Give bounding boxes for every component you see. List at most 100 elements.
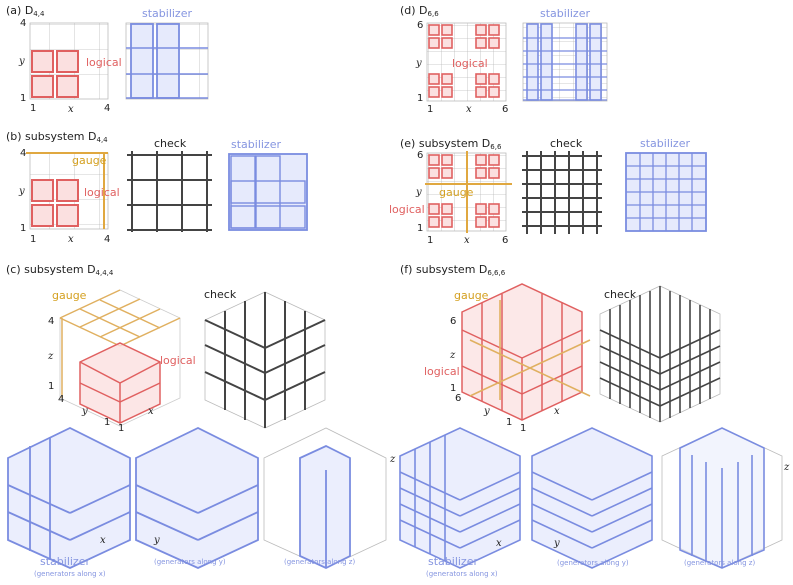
gen-y-label: (generators along y) (557, 559, 629, 567)
panel-e: (e) subsystem D6,6 gauge logical 6 1 1 6… (389, 137, 707, 246)
stabilizer-cube-x (7, 426, 131, 569)
gauge-lines (469, 300, 591, 400)
axis-y: y (415, 187, 422, 198)
axis-x-stab: x (496, 538, 502, 549)
panel-a-title: (a) D4,4 (6, 4, 45, 18)
panel-a: (a) D4,4 logical 4 1 1 4 x y stabilizer (6, 4, 209, 115)
check-label: check (154, 137, 187, 150)
panel-f-title: (f) subsystem D6,6,6 (400, 263, 506, 277)
tick-left: 1 (30, 103, 36, 114)
check-label: check (204, 288, 237, 301)
check-label: check (604, 288, 637, 301)
panel-d-title: (d) D6,6 (400, 4, 439, 18)
stabilizer-label: stabilizer (142, 7, 192, 20)
gen-z-label: (generators along z) (284, 558, 355, 566)
gen-z-label: (generators along z) (684, 559, 755, 567)
axis-y-stab: y (153, 535, 160, 546)
axis-y: y (18, 186, 25, 197)
logical-label: logical (389, 203, 425, 216)
stabilizer-cube-z (263, 427, 387, 569)
gauge-cube (59, 289, 181, 427)
check-grid (522, 151, 602, 234)
logical-label: logical (84, 186, 120, 199)
gen-x-label: (generators along x) (34, 570, 106, 578)
tick-top: 6 (417, 150, 423, 161)
tick-y-bottom: 1 (506, 417, 512, 428)
tick-x-bottom: 1 (118, 423, 124, 434)
axis-x: x (466, 104, 472, 115)
stabilizer-cube-y (135, 426, 259, 569)
stabilizer-cube-z (661, 427, 783, 569)
gauge-label: gauge (72, 154, 107, 167)
axis-y-stab: y (553, 538, 560, 549)
stabilizer-label: stabilizer (40, 555, 90, 568)
axis-y: y (483, 406, 490, 417)
stabilizer-generators (228, 153, 308, 231)
axis-x: x (464, 235, 470, 246)
gauge-label: gauge (439, 186, 474, 199)
axis-x: x (554, 406, 560, 417)
panel-b: (b) subsystem D4,4 gauge logical 4 1 1 4… (6, 130, 308, 245)
tick-top: 4 (20, 148, 26, 159)
gen-x-label: (generators along x) (426, 570, 498, 578)
axis-x: x (68, 104, 74, 115)
axis-y: y (81, 406, 88, 417)
stabilizer-cube-x (399, 427, 521, 569)
tick-bottom: 1 (417, 93, 423, 104)
tick-bottom: 1 (417, 223, 423, 234)
tick-bottom: 1 (20, 93, 26, 104)
logical-operator (79, 342, 161, 424)
logical-label: logical (160, 354, 196, 367)
stabilizer-label: stabilizer (640, 137, 690, 150)
logical-operator (428, 154, 500, 228)
stabilizer-label: stabilizer (231, 138, 281, 151)
stabilizer-label: stabilizer (428, 555, 478, 568)
logical-label: logical (86, 56, 122, 69)
axis-x: x (148, 406, 154, 417)
gauge-label: gauge (454, 289, 489, 302)
logical-label: logical (452, 57, 488, 70)
tick-right: 4 (104, 103, 110, 114)
axis-y: y (415, 58, 422, 69)
axis-z: z (449, 350, 456, 361)
stabilizer-generators (130, 23, 180, 99)
gen-y-label: (generators along y) (154, 558, 226, 566)
tick-z-bottom: 1 (450, 383, 456, 394)
tick-z-bottom: 1 (48, 381, 54, 392)
stabilizer-label: stabilizer (540, 7, 590, 20)
tick-bottom: 1 (20, 223, 26, 234)
tick-y-top: 4 (58, 394, 64, 405)
tick-right: 4 (104, 234, 110, 245)
tick-left: 1 (30, 234, 36, 245)
axis-z: z (47, 351, 54, 362)
check-grid (127, 151, 212, 232)
panel-e-title: (e) subsystem D6,6 (400, 137, 502, 151)
check-cube (204, 291, 326, 429)
tick-y-top: 6 (455, 393, 461, 404)
logical-operator (31, 179, 79, 227)
panel-c-title: (c) subsystem D4,4,4 (6, 263, 114, 277)
axis-z-stab: z (783, 462, 790, 473)
logical-operator (428, 24, 500, 98)
tick-z-top: 4 (48, 316, 54, 327)
check-cube (599, 285, 721, 423)
logical-label: logical (424, 365, 460, 378)
tick-x-bottom: 1 (520, 423, 526, 434)
stabilizer-cube-y (531, 427, 653, 569)
tick-y-bottom: 1 (104, 417, 110, 428)
panel-c: (c) subsystem D4,4,4 gauge logical 4 1 z… (6, 263, 396, 578)
axis-x: x (68, 234, 74, 245)
tick-left: 1 (427, 104, 433, 115)
tick-top: 6 (417, 20, 423, 31)
tick-right: 6 (502, 104, 508, 115)
panel-f: (f) subsystem D6,6,6 gauge logical 6 1 z… (399, 263, 790, 578)
panel-b-title: (b) subsystem D4,4 (6, 130, 108, 144)
logical-operator (31, 50, 79, 98)
axis-z-stab: z (389, 454, 396, 465)
panel-d: (d) D6,6 logical 6 1 1 6 x y stabilizer (400, 4, 608, 115)
tick-z-top: 6 (450, 316, 456, 327)
check-label: check (550, 137, 583, 150)
tick-right: 6 (502, 235, 508, 246)
tick-top: 4 (20, 18, 26, 29)
